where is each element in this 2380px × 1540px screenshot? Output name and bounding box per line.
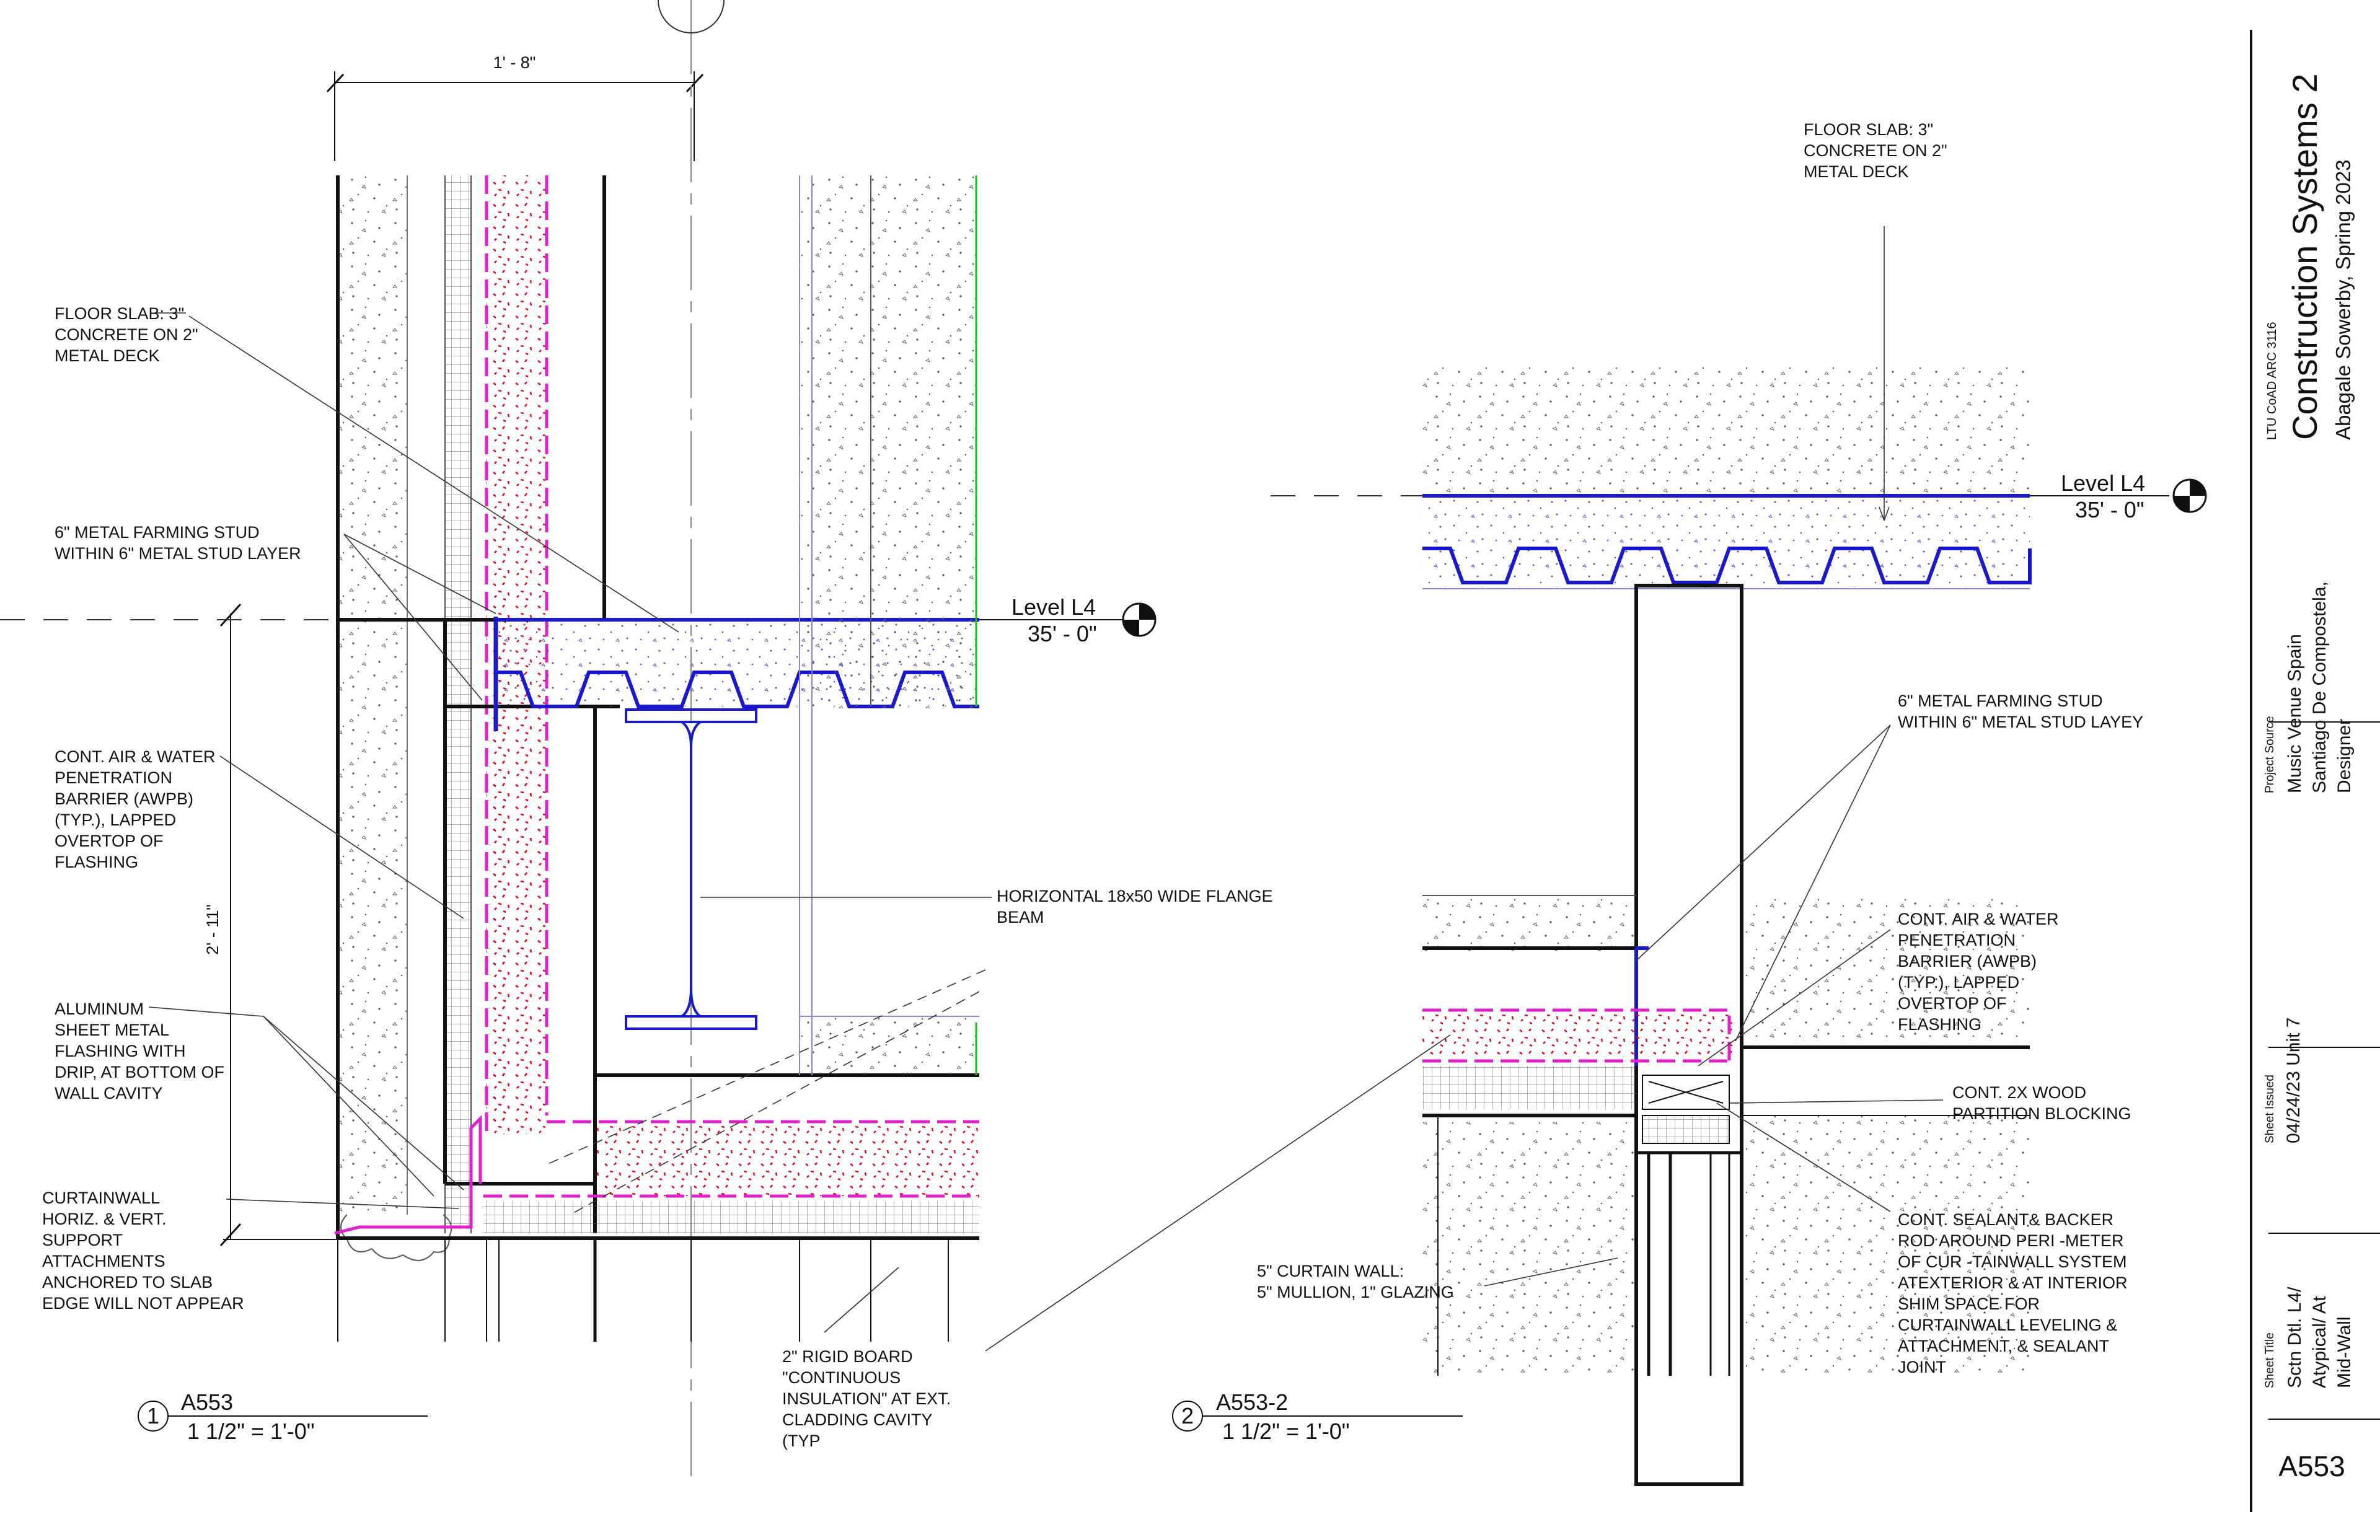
- wide-flange-beam: [625, 708, 757, 1030]
- level-line-1: [0, 602, 1157, 637]
- course-code: LTU CoAD ARC 3116: [2265, 322, 2279, 440]
- wall-partition-2: [1422, 584, 2030, 1486]
- detail-tag-1: 1 A553 1 1/2" = 1'-0": [138, 1389, 428, 1444]
- note-stud-2: 6" METAL FARMING STUD WITHIN 6" METAL ST…: [1898, 692, 2143, 731]
- note-awpb-2: CONT. AIR & WATER PENETRATION BARRIER (A…: [1898, 910, 2063, 1034]
- blocking-2: [1642, 1075, 1730, 1144]
- project-label: Project Source: [2263, 716, 2276, 793]
- interior-partition: [799, 175, 979, 1075]
- dimension-width: [326, 71, 704, 161]
- tag-ref-1: A553: [181, 1389, 233, 1415]
- tag-ref-2: A553-2: [1216, 1389, 1288, 1415]
- level-name-2: Level L4: [2061, 470, 2145, 496]
- detail-1: 1' - 8": [0, 0, 1277, 1487]
- level-name-1: Level L4: [1011, 594, 1096, 620]
- sheet-number: A553: [2278, 1450, 2345, 1482]
- note-floor-slab-1: FLOOR SLAB: 3" CONCRETE ON 2" METAL DECK: [55, 304, 203, 365]
- issued-value: 04/24/23 Unit 7: [2283, 1018, 2304, 1143]
- below-lines-1: [337, 1239, 949, 1342]
- project-text: Music Venue Spain Santiago De Compostela…: [2285, 576, 2355, 793]
- insulation-2: [1422, 1008, 1732, 1109]
- level-line-2: [2030, 478, 2207, 513]
- rigid-insulation-horizontal: [483, 1120, 979, 1233]
- floor-slab-deck-2: [1271, 363, 2032, 589]
- sheet-title-text: Sctn Dtl. L4/ Atypical/ At Mid-Wall: [2285, 1282, 2355, 1388]
- note-beam-1: HORIZONTAL 18x50 WIDE FLANGE BEAM: [997, 887, 1277, 926]
- level-elev-1: 35' - 0": [1028, 621, 1097, 646]
- detail-2: Level L4 35' - 0": [985, 120, 2207, 1486]
- note-flashing-1: ALUMINUM SHEET METAL FLASHING WITH DRIP,…: [55, 1000, 229, 1102]
- author-line: Abagale Sowerby, Spring 2023: [2332, 159, 2355, 440]
- note-awpb-1: CONT. AIR & WATER PENETRATION BARRIER (A…: [55, 747, 220, 871]
- leaders-2: [985, 226, 1944, 1352]
- issued-label: Sheet Issued: [2263, 1075, 2276, 1143]
- note-floor-slab-2: FLOOR SLAB: 3" CONCRETE ON 2" METAL DECK: [1804, 120, 1952, 181]
- detail-tag-2: 2 A553-2 1 1/2" = 1'-0": [1172, 1389, 1463, 1444]
- dimension-height: [219, 603, 338, 1247]
- leaders-1: [148, 312, 992, 1333]
- flashing-detail: [334, 1114, 482, 1235]
- note-rigid-1: 2" RIGID BOARD "CONTINUOUS INSULATION" A…: [782, 1347, 956, 1450]
- sheet-title-label: Sheet Title: [2263, 1332, 2276, 1388]
- tag-number-1: 1: [147, 1403, 159, 1428]
- course-title: Construction Systems 2: [2285, 74, 2324, 440]
- tag-scale-1: 1 1/2" = 1'-0": [187, 1419, 315, 1444]
- tag-number-2: 2: [1181, 1403, 1194, 1428]
- curtain-wall-2: [1437, 1115, 1730, 1376]
- title-block: LTU CoAD ARC 3116 Construction Systems 2…: [2250, 30, 2380, 1512]
- tag-scale-2: 1 1/2" = 1'-0": [1222, 1419, 1350, 1444]
- concrete-cladding: [336, 175, 452, 1261]
- note-sealant-2: CONT. SEALANT& BACKER ROD AROUND PERI -M…: [1898, 1210, 2132, 1376]
- note-curtainwall-1: CURTAINWALL HORIZ. & VERT. SUPPORT ATTAC…: [42, 1189, 244, 1313]
- dim-width-text: 1' - 8": [493, 53, 536, 72]
- dim-height-text: 2' - 11": [203, 904, 222, 955]
- note-stud-1: 6" METAL FARMING STUD WITHIN 6" METAL ST…: [55, 523, 301, 563]
- stud-cavity-1: [444, 175, 472, 1233]
- note-blocking-2: CONT. 2X WOOD PARTITION BLOCKING: [1952, 1083, 2131, 1123]
- note-curtain-wall-2: 5" CURTAIN WALL: 5" MULLION, 1" GLAZING: [1257, 1262, 1454, 1301]
- level-elev-2: 35' - 0": [2075, 497, 2144, 522]
